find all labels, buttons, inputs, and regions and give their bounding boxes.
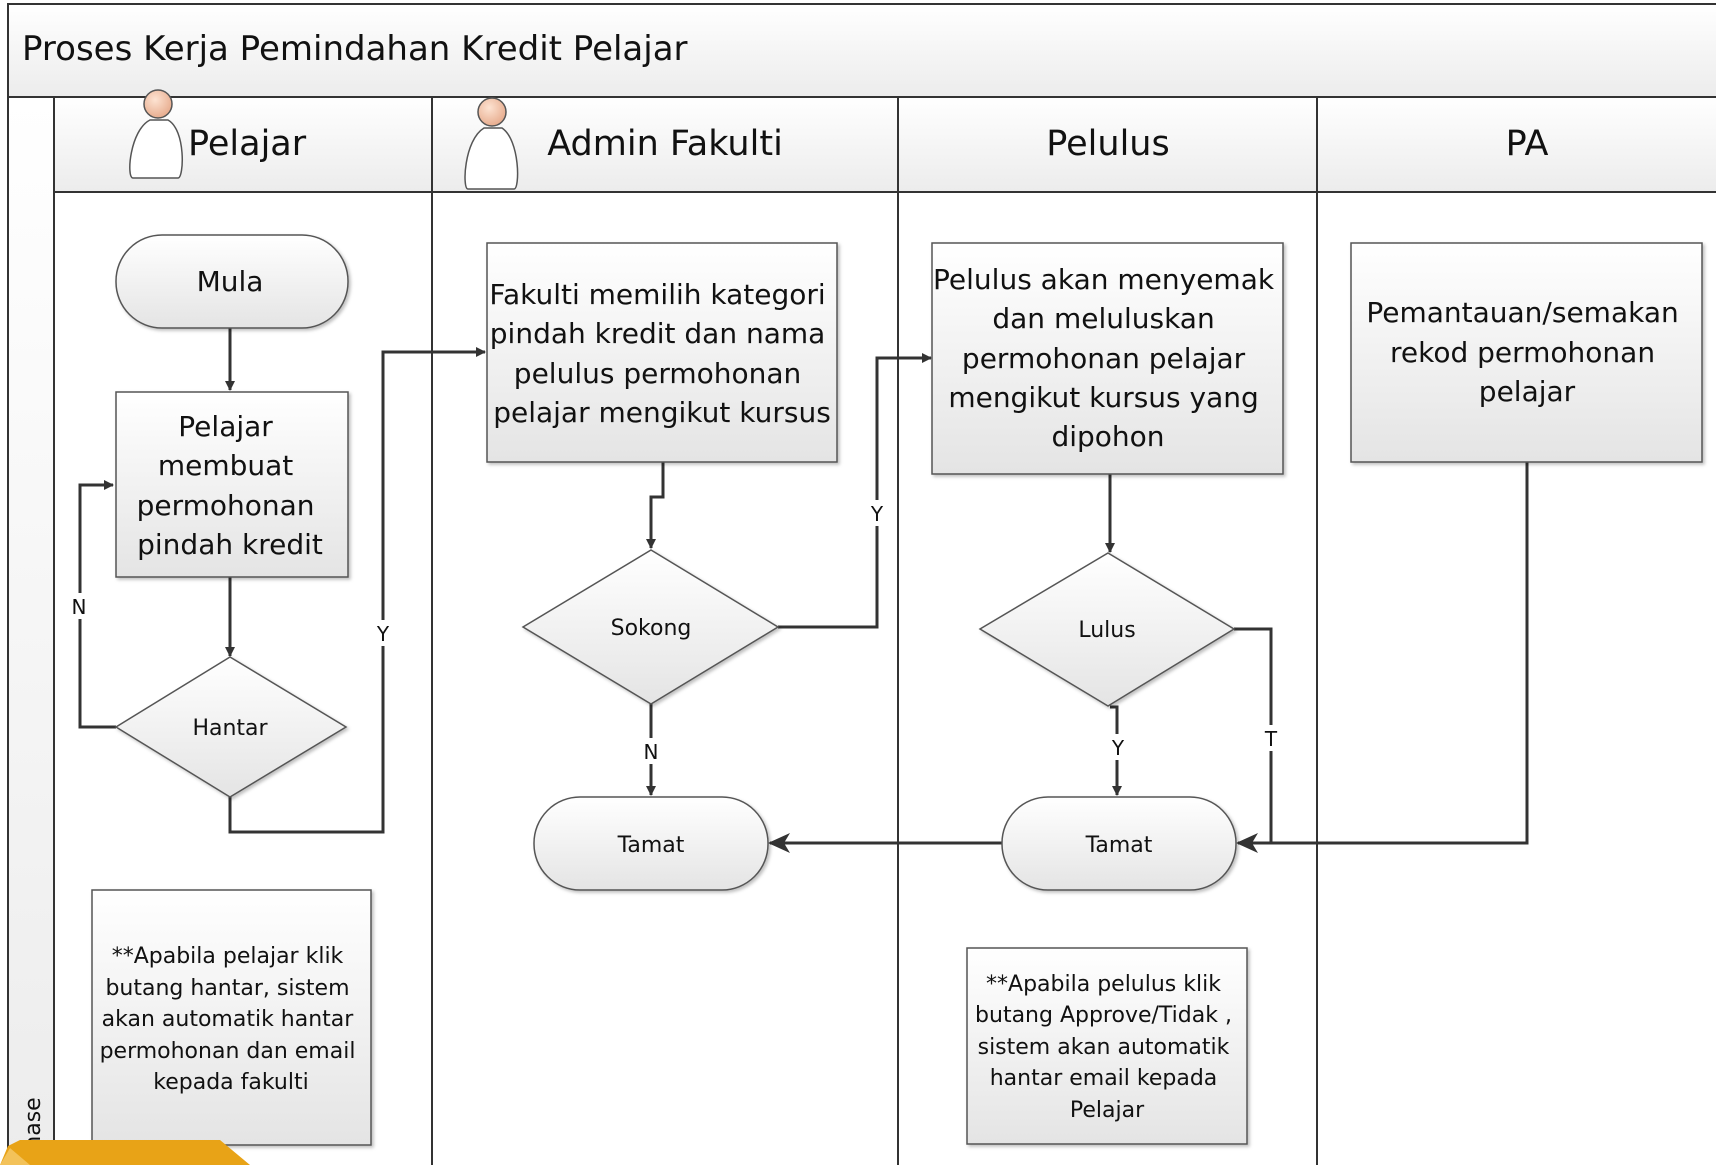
lane-label-pelajar: Pelajar [188, 124, 307, 164]
note-text-line: **Apabila pelulus klik [986, 972, 1221, 997]
phase-column [7, 96, 55, 1165]
note-text-line: kepada fakulti [153, 1070, 308, 1095]
edge-label-sokong-no: N [644, 740, 659, 764]
note-text-line: Pelajar [1070, 1098, 1145, 1123]
decision-lulus[interactable]: Lulus [978, 552, 1236, 707]
process-text-line: permohonan [137, 489, 315, 522]
connector-lulus-yes [1110, 705, 1122, 796]
edge-label-hantar-yes: Y [376, 622, 390, 646]
process-text-line: Pemantauan/semakan [1366, 296, 1678, 329]
note-text-line: akan automatik hantar [102, 1007, 355, 1032]
lulus-label: Lulus [1078, 618, 1135, 643]
process-text-line: mengikut kursus yang [948, 381, 1258, 414]
hantar-label: Hantar [192, 716, 268, 741]
process-text-line: pelulus permohonan [514, 357, 802, 390]
svg-text:Pemantauan/semakan rekod: Pemantauan/semakan rekod permohonan pela… [1366, 296, 1687, 408]
svg-text:Pelulus akan menyemak da: Pelulus akan menyemak dan meluluskan per… [933, 263, 1283, 453]
lane-header-pelulus: Pelulus [1046, 124, 1169, 164]
svg-text:**Apabila pelulus klik b: **Apabila pelulus klik butang Approve/Ti… [975, 972, 1239, 1123]
process-text-line: pelajar [1479, 375, 1576, 408]
lane-label-pa: PA [1506, 124, 1549, 164]
lane-label-admin-fakulti: Admin Fakulti [547, 124, 783, 164]
start-terminator-mula[interactable]: Mula [115, 234, 349, 329]
process-pa-pemantauan[interactable]: Pemantauan/semakan rekod permohonan pela… [1350, 242, 1703, 463]
svg-text:Fakulti memilih kategori: Fakulti memilih kategori pindah kredit d… [489, 278, 834, 429]
note-text-line: hantar email kepada [990, 1066, 1218, 1091]
edge-label-sokong-yes: Y [870, 502, 884, 526]
note-pelajar: **Apabila pelajar klik butang hantar, si… [91, 889, 372, 1146]
note-text-line: permohonan dan email [100, 1039, 356, 1064]
process-text-line: Fakulti memilih kategori [489, 278, 825, 311]
note-text-line: **Apabila pelajar klik [112, 944, 344, 969]
lane-header-pelajar: Pelajar [129, 89, 307, 179]
note-text-line: sistem akan automatik [978, 1035, 1230, 1060]
process-pelajar-membuat-permohonan[interactable]: Pelajar membuat permohonan pindah kredit [115, 391, 349, 578]
process-text-line: pindah kredit dan nama [490, 317, 826, 350]
connector-hantar-yes [228, 347, 486, 834]
process-text-line: dan meluluskan [992, 302, 1214, 335]
note-text-line: butang hantar, sistem [105, 976, 349, 1001]
end-terminator-tamat-admin[interactable]: Tamat [533, 796, 769, 891]
edge-label-lulus-no: T [1264, 727, 1278, 751]
process-text-line: Pelulus akan menyemak [933, 263, 1275, 296]
edge-label-lulus-yes: Y [1111, 736, 1125, 760]
process-fakulti-memilih-kategori[interactable]: Fakulti memilih kategori pindah kredit d… [486, 242, 838, 463]
mula-label: Mula [197, 265, 264, 298]
svg-text:**Apabila pelajar klik b: **Apabila pelajar klik butang hantar, si… [100, 944, 363, 1095]
connector-pa-to-tamat [1236, 462, 1529, 853]
lane-header-row [53, 96, 1716, 193]
sokong-label: Sokong [611, 616, 692, 641]
tamat-admin-label: Tamat [617, 833, 685, 858]
process-text-line: permohonan pelajar [962, 342, 1246, 375]
lane-header-pa: PA [1506, 124, 1549, 164]
note-text-line: butang Approve/Tidak , [975, 1003, 1232, 1028]
title-bar: Proses Kerja Pemindahan Kredit Pelajar [7, 3, 1716, 98]
edge-labels: N Y Y N Y T [68, 500, 1282, 764]
actor-icon [129, 89, 183, 179]
decision-hantar[interactable]: Hantar [114, 656, 348, 798]
connector-fakulti-to-sokong [646, 462, 665, 549]
process-text-line: dipohon [1051, 420, 1164, 453]
process-text-line: membuat [158, 449, 293, 482]
tamat-pelulus-label: Tamat [1085, 833, 1153, 858]
process-text-line: pindah kredit [137, 528, 323, 561]
actor-icon [464, 97, 519, 190]
connector-sokong-yes [778, 353, 932, 629]
note-pelulus: **Apabila pelulus klik butang Approve/Ti… [966, 947, 1248, 1145]
lane-label-pelulus: Pelulus [1046, 124, 1169, 164]
lane-header-admin-fakulti: Admin Fakulti [464, 97, 783, 190]
orange-accent-shape [0, 1140, 250, 1165]
diagram-title: Proses Kerja Pemindahan Kredit Pelajar [22, 29, 688, 69]
edge-label-hantar-no: N [72, 595, 87, 619]
end-terminator-tamat-pelulus[interactable]: Tamat [1001, 796, 1237, 891]
process-text-line: rekod permohonan [1390, 336, 1655, 369]
process-text-line: Pelajar [178, 410, 273, 443]
svg-text:Pelajar membuat pe: Pelajar membuat permohonan pindah kredit [137, 410, 324, 561]
decision-sokong[interactable]: Sokong [521, 549, 780, 705]
process-pelulus-menyemak[interactable]: Pelulus akan menyemak dan meluluskan per… [931, 242, 1284, 475]
process-text-line: pelajar mengikut kursus [493, 396, 831, 429]
